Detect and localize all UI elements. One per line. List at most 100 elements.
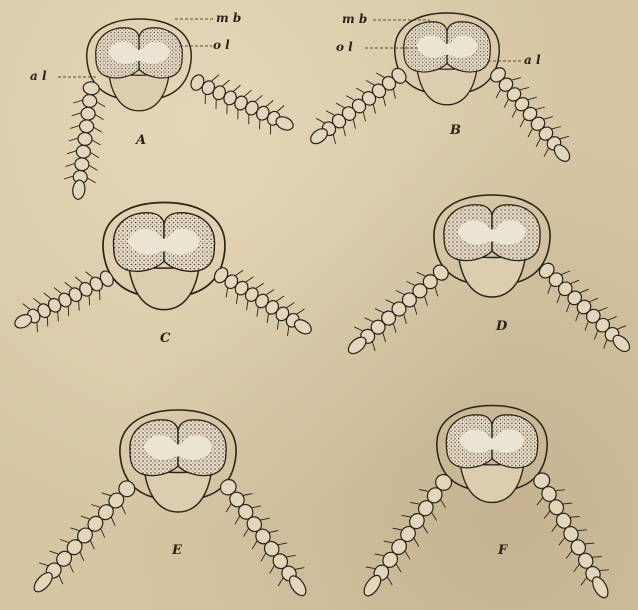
antenna-bristle [97, 102, 106, 107]
antenna-bristle [599, 570, 609, 571]
antenna-bristle [47, 317, 48, 327]
panel-c-head [103, 203, 225, 310]
antenna-bristle [543, 117, 553, 120]
antenna-bristle [504, 99, 509, 108]
antenna-bristle [375, 554, 385, 556]
panel-f-head [437, 406, 547, 503]
antenna-bristle [406, 281, 415, 285]
antenna-bristle [551, 127, 561, 130]
antenna-bristle [386, 300, 395, 304]
antenna-bristle [512, 109, 517, 118]
panel-b-left-antenna [308, 66, 409, 147]
antenna-bristle [559, 537, 565, 545]
antenna-segment [82, 81, 99, 96]
antenna-bristle [535, 107, 545, 110]
antenna-bristle [333, 134, 335, 144]
antenna-bristle [356, 88, 365, 93]
antenna-bristle [60, 540, 69, 543]
antenna-bristle [396, 564, 401, 572]
antenna-bristle [286, 303, 294, 309]
antenna-bristle [257, 307, 258, 317]
antenna-bristle [69, 564, 73, 573]
antenna-bristle [435, 287, 438, 297]
panel-d-letter: D [495, 319, 508, 334]
antenna-bristle [594, 330, 597, 339]
antenna-bristle [520, 118, 525, 127]
antenna-bristle [405, 551, 410, 559]
antenna-bristle [528, 128, 533, 137]
antenna-bristle [90, 540, 94, 549]
antenna-bristle [73, 100, 82, 103]
antenna-bristle [570, 280, 579, 284]
antenna-bristle [79, 301, 80, 311]
antenna-bristle [39, 563, 48, 566]
panel-b-al-label: a l [524, 53, 541, 67]
antenna-bristle [72, 113, 82, 116]
antenna-bristle [67, 151, 76, 154]
panel-c: C [13, 203, 314, 347]
panel-b-ol-label: o l [336, 40, 353, 54]
antenna-bristle [75, 277, 83, 283]
antenna-bristle [236, 294, 237, 304]
panel-a-head [87, 19, 192, 111]
antenna-bristle [557, 294, 560, 303]
antenna-bristle [276, 296, 284, 302]
panel-f-left-antenna [361, 471, 455, 598]
antenna-bristle [81, 516, 90, 519]
antenna-bristle [269, 531, 279, 533]
panel-f-letter: F [497, 543, 508, 558]
panel-f-right-antenna [531, 470, 611, 600]
antenna-bristle [519, 87, 529, 90]
antenna-bristle [353, 119, 355, 129]
antenna-bristle [80, 552, 84, 561]
panel-a-letter: A [134, 133, 146, 148]
antenna-bristle [245, 277, 253, 283]
antenna-bristle [211, 75, 219, 81]
antenna-bristle [111, 517, 115, 526]
antenna-bristle [278, 578, 283, 587]
antenna-bristle [235, 270, 243, 275]
antenna-bristle [226, 504, 231, 513]
panel-e: E [31, 410, 309, 598]
antenna-bristle [66, 164, 75, 167]
panel-b: B m b o l a l [308, 12, 573, 164]
antenna-bristle [410, 502, 420, 504]
antenna-bristle [316, 118, 325, 123]
panel-b-head [395, 13, 500, 105]
antenna-bristle [393, 89, 395, 99]
panel-a-left-antenna [64, 81, 105, 200]
antenna-bristle [23, 304, 31, 310]
antenna-bristle [401, 515, 411, 517]
antenna-bristle [44, 293, 52, 299]
antenna-bristle [50, 551, 59, 554]
antenna-bristle [286, 555, 296, 557]
antenna-bristle [37, 322, 38, 332]
antenna-segment [80, 106, 95, 120]
antenna-bristle [574, 564, 580, 572]
antenna-segment [72, 179, 86, 200]
panel-f: F [361, 406, 611, 601]
antenna-bristle [608, 317, 617, 321]
panel-b-mb-label: m b [342, 12, 367, 26]
antenna-bristle [59, 575, 63, 584]
antenna-bristle [247, 301, 248, 311]
antenna-bristle [576, 312, 579, 321]
antenna-bristle [90, 153, 98, 158]
antenna-bristle [536, 138, 541, 147]
antenna-segment [79, 119, 94, 133]
antenna-bristle [555, 490, 565, 491]
antenna-bristle [222, 80, 229, 86]
antenna-bristle [425, 296, 428, 305]
antenna-bristle [585, 321, 588, 330]
antenna-segment [77, 132, 92, 146]
antenna-bristle [65, 282, 73, 288]
antenna-bristle [423, 525, 428, 533]
antenna-bristle [354, 327, 363, 331]
panel-c-left-antenna [13, 269, 116, 332]
antenna-bristle [277, 106, 285, 113]
panel-a-mb-label: m b [216, 11, 241, 25]
antenna-bristle [570, 517, 580, 518]
antenna-bristle [346, 96, 355, 101]
panel-e-head [120, 410, 236, 512]
